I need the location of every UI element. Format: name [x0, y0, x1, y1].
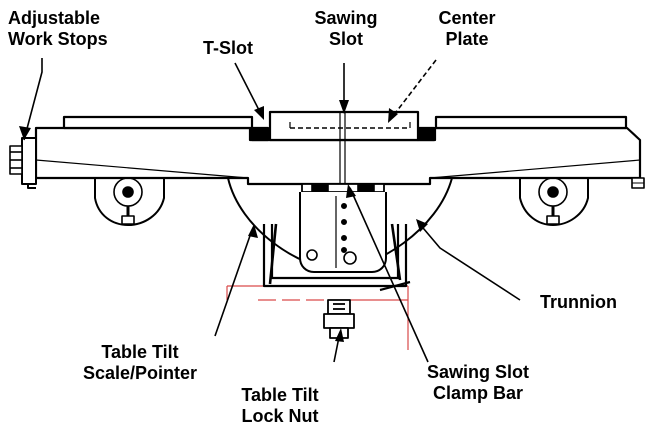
label-line: Center [438, 8, 496, 28]
left-trunnion-mount [94, 177, 165, 226]
label-center-plate: Center Plate [424, 8, 510, 50]
label-t-slot: T-Slot [203, 38, 253, 59]
label-line: Work Stops [8, 29, 108, 49]
label-table-tilt-scale-pointer: Table Tilt Scale/Pointer [70, 342, 210, 384]
label-line: Scale/Pointer [82, 363, 198, 383]
label-line: Plate [445, 29, 489, 49]
label-line: Sawing Slot [426, 362, 529, 382]
label-line: Adjustable [8, 8, 101, 28]
arrowheads [19, 100, 428, 342]
label-line: Sawing [314, 8, 378, 28]
label-sawing-slot: Sawing Slot [310, 8, 382, 50]
work-stop-hardware [9, 137, 37, 189]
right-trunnion-mount [519, 177, 589, 226]
label-adjustable-work-stops: Adjustable Work Stops [8, 8, 108, 50]
label-line: T-Slot [203, 38, 253, 58]
label-line: Trunnion [540, 292, 617, 312]
label-trunnion: Trunnion [540, 292, 617, 313]
right-end-bolt [631, 177, 645, 189]
label-line: Slot [329, 29, 363, 49]
label-sawing-slot-clamp-bar: Sawing Slot Clamp Bar [420, 362, 536, 404]
lower-frame [262, 223, 411, 292]
label-line: Table Tilt [101, 342, 179, 362]
center-bracket [299, 183, 387, 273]
table-slab [34, 110, 642, 186]
leader-lines [23, 58, 521, 363]
lock-nut [323, 299, 355, 339]
tilt-reference-lines [226, 285, 409, 350]
label-line: Clamp Bar [432, 383, 524, 403]
label-line: Table Tilt [241, 385, 319, 405]
label-line: Lock Nut [241, 406, 319, 426]
label-table-tilt-lock-nut: Table Tilt Lock Nut [232, 385, 328, 427]
